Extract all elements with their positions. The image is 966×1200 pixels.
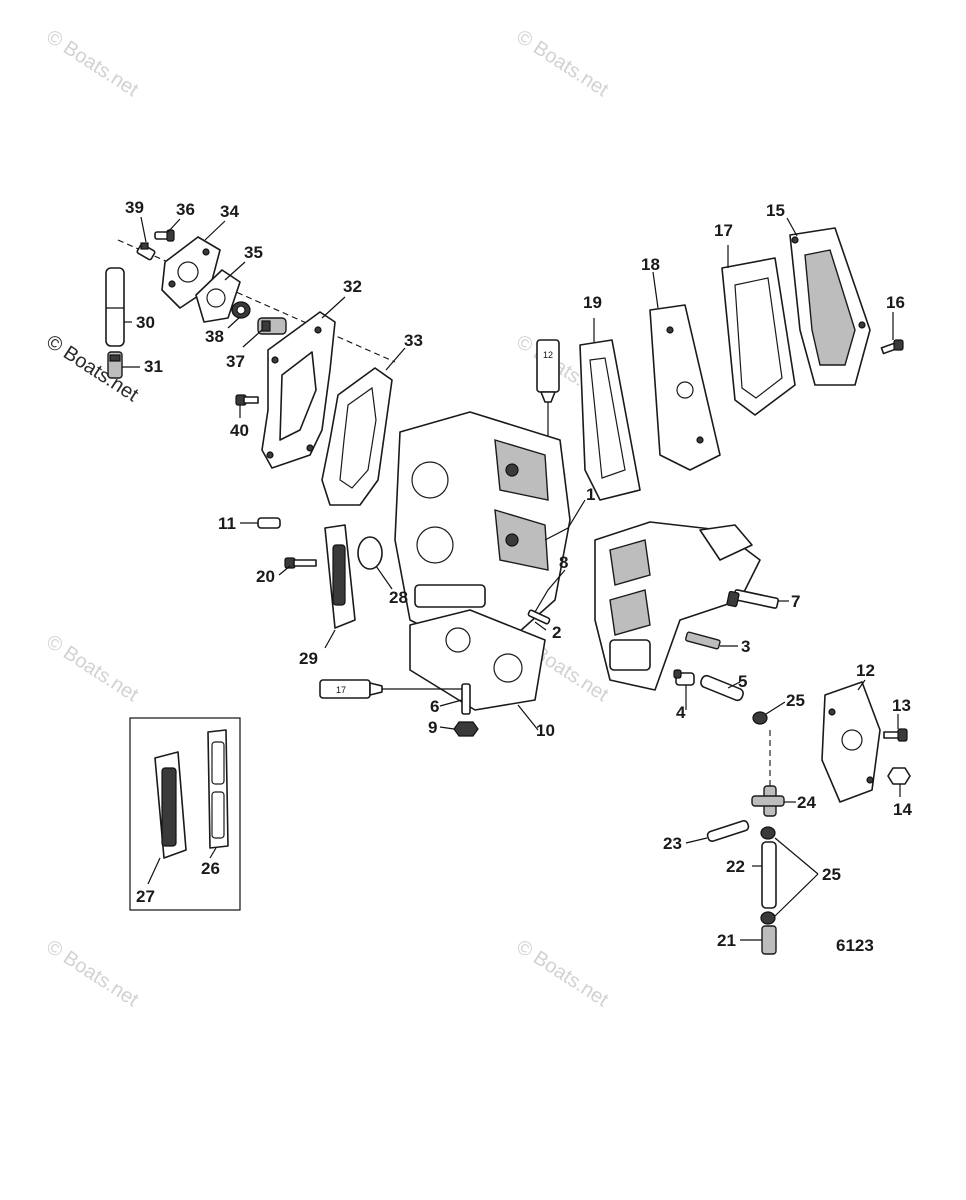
part-25-clamp-middle	[760, 826, 776, 840]
callout-8: 8	[559, 553, 568, 572]
callout-labels: 39 36 34 35 30 38 31 37 32 33 40 11 20 2…	[125, 198, 912, 955]
part-23-hose	[706, 819, 750, 843]
part-40-bolt	[235, 394, 259, 406]
part-32-head-cover	[261, 311, 336, 469]
part-19-gasket	[579, 339, 641, 501]
sealant-tube-17: 17	[319, 679, 462, 699]
part-25-clamp-lower	[760, 911, 776, 925]
callout-15: 15	[766, 201, 785, 220]
callout-29: 29	[299, 649, 318, 668]
callout-17: 17	[714, 221, 733, 240]
watermark-left-dark: © Boats.net	[42, 331, 142, 407]
callout-7: 7	[791, 592, 800, 611]
callout-9: 9	[428, 718, 437, 737]
part-18-plate	[649, 304, 721, 471]
part-13-screw	[883, 728, 908, 742]
callout-3: 3	[741, 637, 750, 656]
part-6-stud	[461, 683, 471, 715]
watermark-top-center: © Boats.net	[512, 26, 612, 102]
callout-37: 37	[226, 352, 245, 371]
part-crankcase-cover	[594, 521, 761, 691]
watermark-bottom-left: © Boats.net	[42, 936, 142, 1012]
part-14-nut	[887, 767, 911, 785]
part-9-nut	[453, 721, 479, 737]
part-29-reed-valve	[324, 524, 356, 629]
part-27-reed-plate	[154, 751, 187, 859]
callout-10: 10	[536, 721, 555, 740]
part-38-seal	[231, 301, 251, 319]
inset-box	[129, 717, 241, 911]
watermark-mid-left: © Boats.net	[42, 631, 142, 707]
part-7-bolt	[726, 589, 779, 609]
part-15-cover	[789, 227, 871, 386]
callout-19: 19	[583, 293, 602, 312]
callout-18: 18	[641, 255, 660, 274]
callout-25-upper: 25	[786, 691, 805, 710]
sealant-tube-17-label: 17	[336, 685, 346, 695]
alignment-lines	[117, 239, 771, 790]
part-2-dowel	[527, 609, 551, 625]
part-30-hose	[105, 267, 125, 347]
part-5-hose	[700, 674, 744, 702]
callout-36: 36	[176, 200, 195, 219]
callout-33: 33	[404, 331, 423, 350]
callout-12: 12	[856, 661, 875, 680]
callout-20: 20	[256, 567, 275, 586]
callout-35: 35	[244, 243, 263, 262]
callout-40: 40	[230, 421, 249, 440]
callout-22: 22	[726, 857, 745, 876]
part-35-gasket	[195, 269, 241, 323]
callout-25-lower: 25	[822, 865, 841, 884]
part-12-cover	[821, 681, 881, 803]
callout-6: 6	[430, 697, 439, 716]
part-36-screw	[154, 229, 175, 242]
part-20-bolt	[284, 557, 317, 569]
callout-13: 13	[892, 696, 911, 715]
callout-16: 16	[886, 293, 905, 312]
part-37-valve	[257, 317, 287, 335]
part-16-bolt	[880, 339, 904, 355]
callout-11: 11	[218, 514, 236, 533]
part-10-gasket	[409, 609, 546, 711]
part-31-fitting	[107, 351, 123, 379]
part-25-clamp-upper	[752, 711, 768, 725]
part-1-cylinder-block	[394, 411, 571, 651]
callout-26: 26	[201, 859, 220, 878]
leader-lines	[122, 216, 901, 941]
part-21-fitting	[761, 925, 777, 955]
callout-30: 30	[136, 313, 155, 332]
sealant-tube-12-label: 12	[543, 350, 553, 360]
callout-27: 27	[136, 887, 155, 906]
callout-21: 21	[717, 931, 736, 950]
callout-39: 39	[125, 198, 144, 217]
callout-32: 32	[343, 277, 362, 296]
callout-5: 5	[738, 672, 747, 691]
part-22-hose	[761, 841, 777, 909]
part-17-gasket	[721, 257, 796, 416]
callout-23: 23	[663, 834, 682, 853]
part-26-gasket	[207, 729, 229, 849]
part-11-pin	[257, 517, 281, 529]
part-33-gasket	[321, 367, 393, 506]
callout-34: 34	[220, 202, 239, 221]
part-39-fitting	[136, 242, 156, 261]
part-28-o-ring	[357, 536, 383, 570]
part-24-tee	[751, 785, 785, 817]
callout-28: 28	[389, 588, 408, 607]
callout-24: 24	[797, 793, 816, 812]
callout-38: 38	[205, 327, 224, 346]
callout-31: 31	[144, 357, 163, 376]
callout-4: 4	[676, 703, 686, 722]
watermark-top-left: © Boats.net	[42, 26, 142, 102]
watermark-bottom-center: © Boats.net	[512, 936, 612, 1012]
callout-2: 2	[552, 623, 561, 642]
callout-14: 14	[893, 800, 912, 819]
callout-1: 1	[586, 485, 595, 504]
part-4-fitting	[673, 669, 695, 686]
part-3-stud	[685, 631, 721, 650]
figure-number: 6123	[836, 936, 874, 955]
